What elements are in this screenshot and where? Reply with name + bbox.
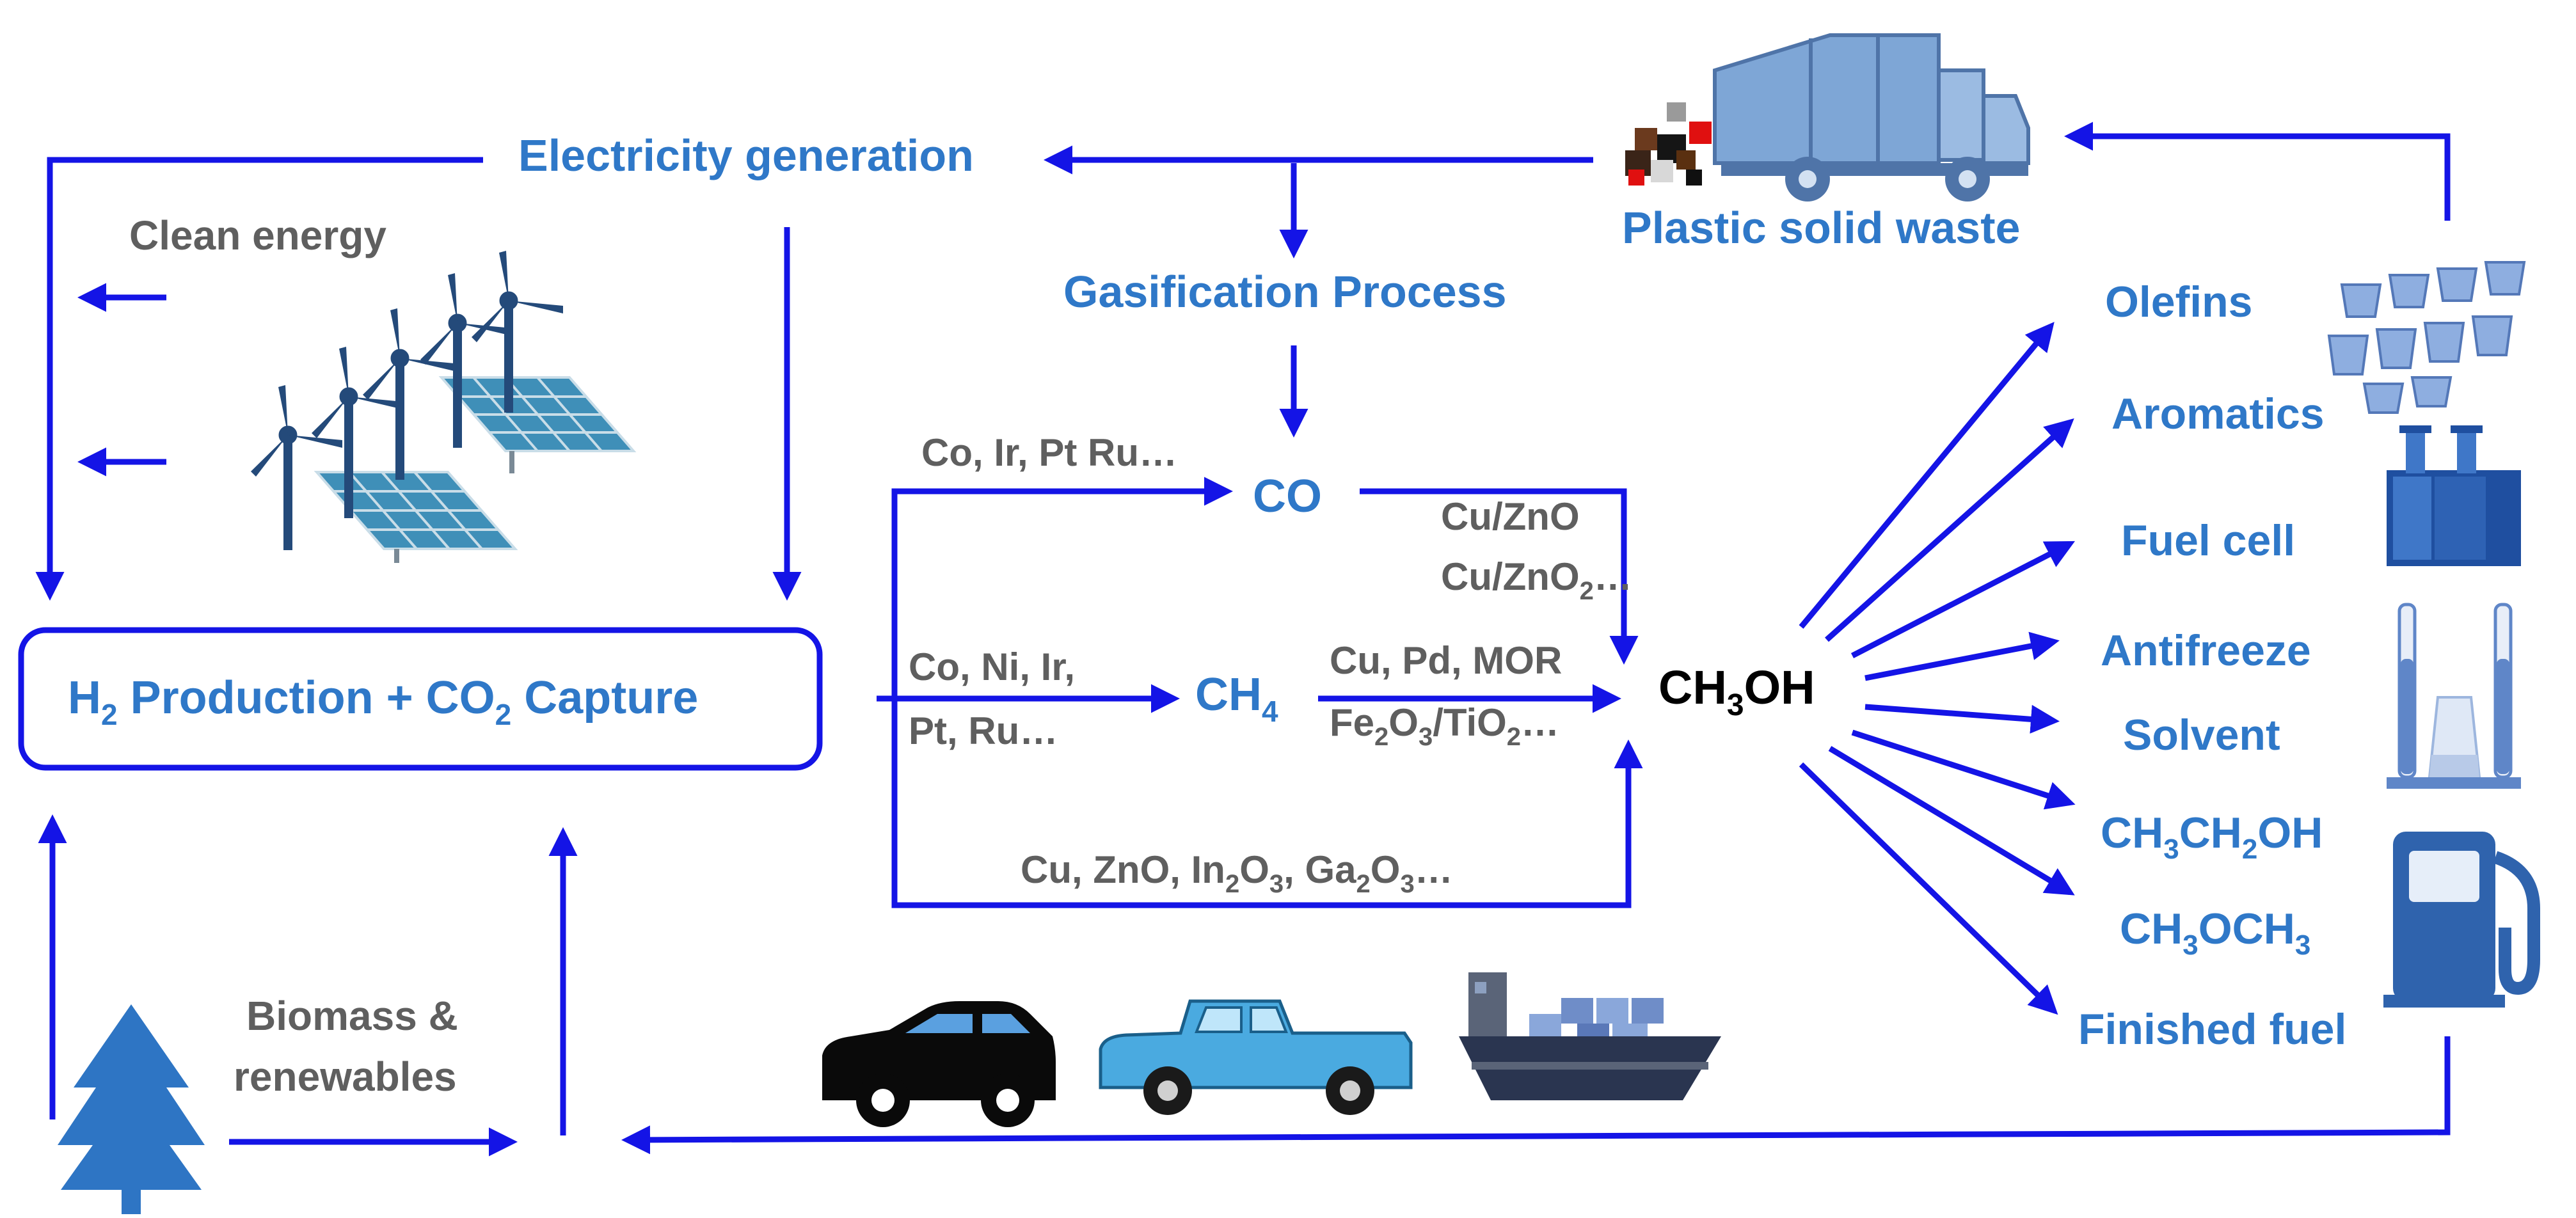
solar-panel-icon [314,376,637,563]
arrow-to-ethanol [1851,729,2076,810]
arrow-to-aromatics [1824,418,2074,642]
ch4-label: CH4 [1195,669,1278,728]
product-dme: CH3OCH3 [2120,905,2310,961]
h2-production-label: H2 Production + CO2 Capture [68,672,698,731]
wind-turbine-icon [251,251,563,550]
catalyst-ch4-methanol-line1: Cu, Pd, MOR [1330,639,1562,682]
product-finished-fuel: Finished fuel [2078,1005,2346,1054]
arrow-electricity-to-h2-left [35,157,483,601]
arrow-recycle-to-waste [2064,122,2451,221]
product-antifreeze: Antifreeze [2101,626,2311,675]
garbage-truck-icon [1713,33,2030,202]
fuel-pump-icon [2383,832,2540,1008]
arrow-fuel-to-vehicles [621,1036,2451,1155]
ship-icon [1459,972,1721,1100]
tree-icon [58,1004,205,1214]
catalyst-to-ch4-line2: Pt, Ru… [909,709,1058,752]
product-aromatics: Aromatics [2111,390,2325,438]
clean-energy-label: Clean energy [129,212,386,258]
product-olefins: Olefins [2105,278,2253,326]
catalyst-to-co: Co, Ir, Pt Ru… [921,431,1177,474]
arrow-to-dme [1828,746,2075,896]
catalyst-co-methanol-line2: Cu/ZnO2… [1441,555,1632,605]
fuel-cell-icon [2387,425,2521,566]
biomass-label-line2: renewables [234,1054,457,1100]
gasification-process-label: Gasification Process [1063,267,1507,317]
pickup-truck-icon [1099,999,1413,1115]
arrow-to-fuel-cell [1850,541,2076,659]
biomass-label-line1: Biomass & [246,993,458,1039]
product-fuel-cell: Fuel cell [2121,516,2295,565]
co-label: CO [1253,471,1322,522]
catalyst-co-methanol-line1: Cu/ZnO [1441,495,1580,538]
arrow-co-to-methanol [1360,488,1639,665]
catalyst-to-ch4-line1: Co, Ni, Ir, [909,645,1075,688]
arrow-to-olefins [1799,322,2055,629]
h2-production-box [18,627,823,771]
electricity-generation-label: Electricity generation [518,130,974,180]
arrow-direct-path [891,699,1643,908]
catalyst-ch4-methanol-line2: Fe2O3/TiO2… [1330,701,1559,751]
methanol-label: CH3OH [1658,661,1815,722]
arrow-to-antifreeze [1864,631,2060,681]
catalyst-direct: Cu, ZnO, In2O3, Ga2O3… [1021,848,1453,898]
waste-blocks-icon [1625,102,1712,186]
cups-icon [2327,261,2526,414]
product-solvent: Solvent [2123,711,2280,759]
product-ethanol: CH3CH2OH [2101,809,2323,865]
test-tubes-icon [2387,603,2521,789]
arrow-to-solvent [1864,704,2060,734]
arrow-to-finished-fuel [1799,762,2058,1015]
plastic-solid-waste-label: Plastic solid waste [1622,203,2020,253]
arrow-branch-to-co [891,477,1233,699]
arrows [35,122,2451,1157]
car-icon [822,1001,1056,1127]
